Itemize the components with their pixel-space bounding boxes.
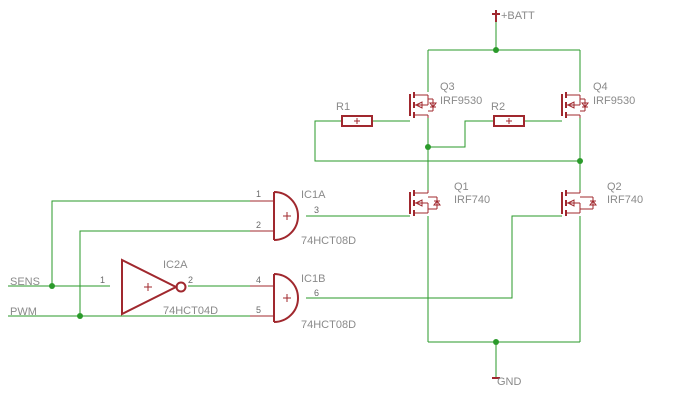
wire-r2-loop <box>428 120 494 148</box>
junctions <box>49 47 583 345</box>
q3-name: Q3 <box>440 81 455 93</box>
ic1a-pin3: 3 <box>314 205 319 215</box>
wires <box>8 22 581 378</box>
mosfet-q3: Q3 IRF9530 <box>409 81 482 118</box>
junction-dot <box>77 313 83 319</box>
ic2a-pin2: 2 <box>188 275 193 285</box>
inverter-ic2a: 1 2 IC2A 74HCT04D <box>100 258 218 317</box>
net-label-sens: SENS <box>10 276 40 288</box>
ic1b-pin6: 6 <box>314 288 319 298</box>
ic1a-pin2: 2 <box>256 220 261 230</box>
ic1a-name: IC1A <box>301 189 326 201</box>
q4-name: Q4 <box>593 81 608 93</box>
ic1a-value: 74HCT08D <box>301 235 356 247</box>
q1-name: Q1 <box>454 181 469 193</box>
resistor-r2: R2 <box>491 101 525 127</box>
junction-dot <box>425 144 431 150</box>
r2-label: R2 <box>491 101 505 113</box>
ic1b-pin4: 4 <box>256 275 261 285</box>
ic1a-pin1: 1 <box>256 189 261 199</box>
q3-value: IRF9530 <box>440 95 482 107</box>
mosfet-q2: Q2 IRF740 <box>561 181 643 216</box>
batt-label: +BATT <box>501 10 535 22</box>
q4-value: IRF9530 <box>593 95 635 107</box>
q2-value: IRF740 <box>607 194 643 206</box>
and-gate-ic1a: 1 2 3 IC1A 74HCT08D <box>250 189 356 247</box>
r1-label: R1 <box>336 101 350 113</box>
wire-ic1b-out <box>306 215 562 299</box>
q1-value: IRF740 <box>454 194 490 206</box>
q2-name: Q2 <box>607 181 622 193</box>
ic2a-name: IC2A <box>163 259 188 271</box>
resistor-r1: R1 <box>336 101 373 127</box>
junction-dot <box>493 47 499 53</box>
supply-batt: +BATT <box>492 10 535 22</box>
ic1b-value: 74HCT08D <box>301 319 356 331</box>
junction-dot <box>49 283 55 289</box>
junction-dot <box>493 339 499 345</box>
gnd-label: GND <box>497 376 522 388</box>
ic1b-pin5: 5 <box>256 305 261 315</box>
wire-sens-ic1a <box>51 200 270 286</box>
ic1b-name: IC1B <box>301 273 325 285</box>
mosfet-q1: Q1 IRF740 <box>409 181 490 216</box>
net-label-pwm: PWM <box>10 306 37 318</box>
wire-pwm-ic1a <box>79 230 270 316</box>
ic2a-value: 74HCT04D <box>163 305 218 317</box>
junction-dot <box>577 158 583 164</box>
and-gate-ic1b: 4 5 6 IC1B 74HCT08D <box>250 273 356 331</box>
ic2a-pin1: 1 <box>100 275 105 285</box>
wire-r1-loop <box>314 120 580 162</box>
mosfet-q4: Q4 IRF9530 <box>561 81 635 118</box>
supply-gnd: GND <box>492 376 522 388</box>
